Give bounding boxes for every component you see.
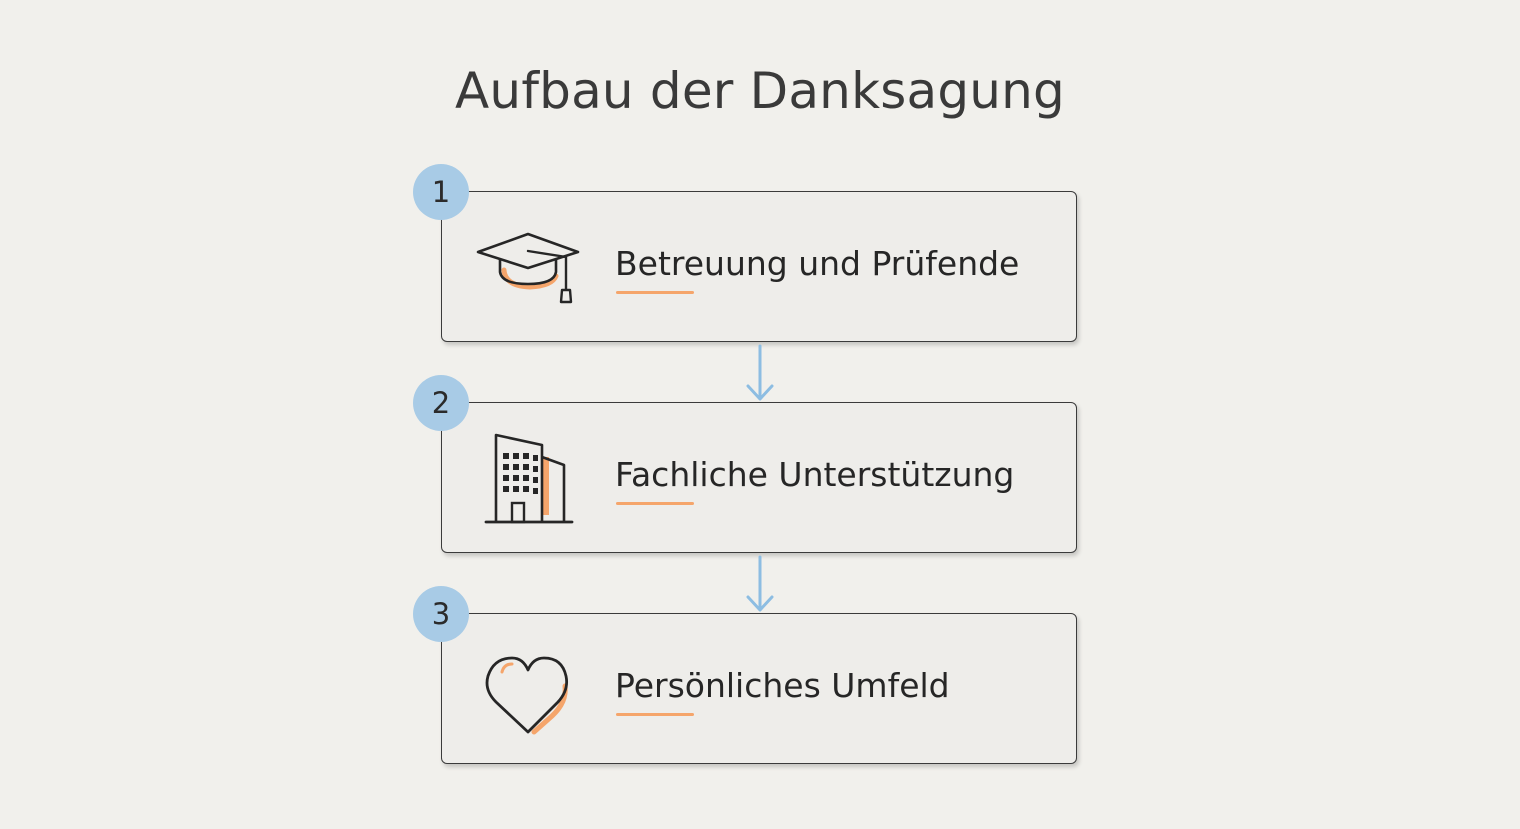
step-underline-3 bbox=[616, 713, 694, 716]
step-label-1: Betreuung und Prüfende bbox=[615, 244, 1020, 283]
step-card-1: Betreuung und Prüfende bbox=[441, 191, 1077, 342]
step-label-2: Fachliche Unterstützung bbox=[615, 455, 1015, 494]
arrow-down-icon bbox=[746, 555, 774, 612]
step-underline-1 bbox=[616, 291, 694, 294]
step-number-badge-1: 1 bbox=[413, 164, 469, 220]
step-card-2: Fachliche Unterstützung bbox=[441, 402, 1077, 553]
step-number-badge-2: 2 bbox=[413, 375, 469, 431]
step-underline-2 bbox=[616, 502, 694, 505]
graduation-cap-icon bbox=[476, 232, 580, 304]
building-icon bbox=[484, 433, 574, 524]
diagram-title: Aufbau der Danksagung bbox=[455, 62, 1065, 120]
step-card-3: Persönliches Umfeld bbox=[441, 613, 1077, 764]
heart-icon bbox=[485, 656, 569, 735]
step-number-badge-3: 3 bbox=[413, 586, 469, 642]
arrow-down-icon bbox=[746, 344, 774, 401]
step-label-3: Persönliches Umfeld bbox=[615, 666, 950, 705]
